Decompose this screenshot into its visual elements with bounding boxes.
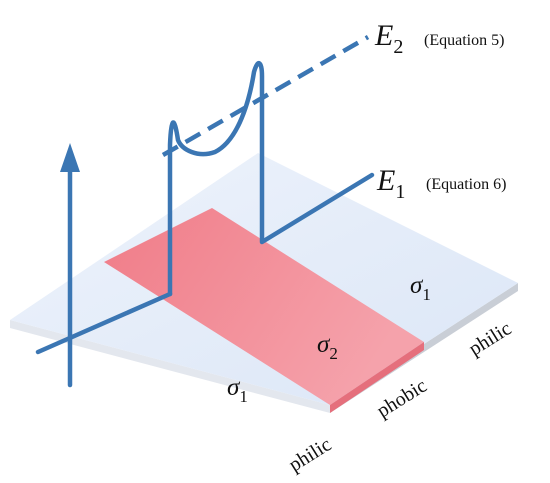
sigma-front-left: σ1 bbox=[227, 374, 248, 406]
energy-curve bbox=[167, 61, 375, 297]
e2-dashed-line bbox=[161, 35, 370, 157]
phobic-stripe-edge bbox=[330, 342, 424, 413]
e2-label: E2 bbox=[374, 19, 403, 58]
e2-equation-note: (Equation 5) bbox=[424, 32, 504, 49]
plate-front-edge bbox=[10, 320, 330, 413]
e1-label: E1 bbox=[376, 164, 405, 203]
edge-label-philic-left: philic bbox=[285, 433, 335, 476]
e1-equation-note: (Equation 6) bbox=[426, 176, 506, 193]
edge-label-phobic: phobic bbox=[373, 375, 431, 423]
phobic-stripe bbox=[104, 208, 424, 405]
e1-baseline bbox=[35, 291, 173, 355]
sigma-top-right: σ1 bbox=[410, 272, 431, 304]
sigma-center: σ2 bbox=[317, 331, 338, 363]
edge-label-philic-right: philic bbox=[465, 317, 515, 360]
energy-axis-arrowhead bbox=[60, 143, 80, 172]
